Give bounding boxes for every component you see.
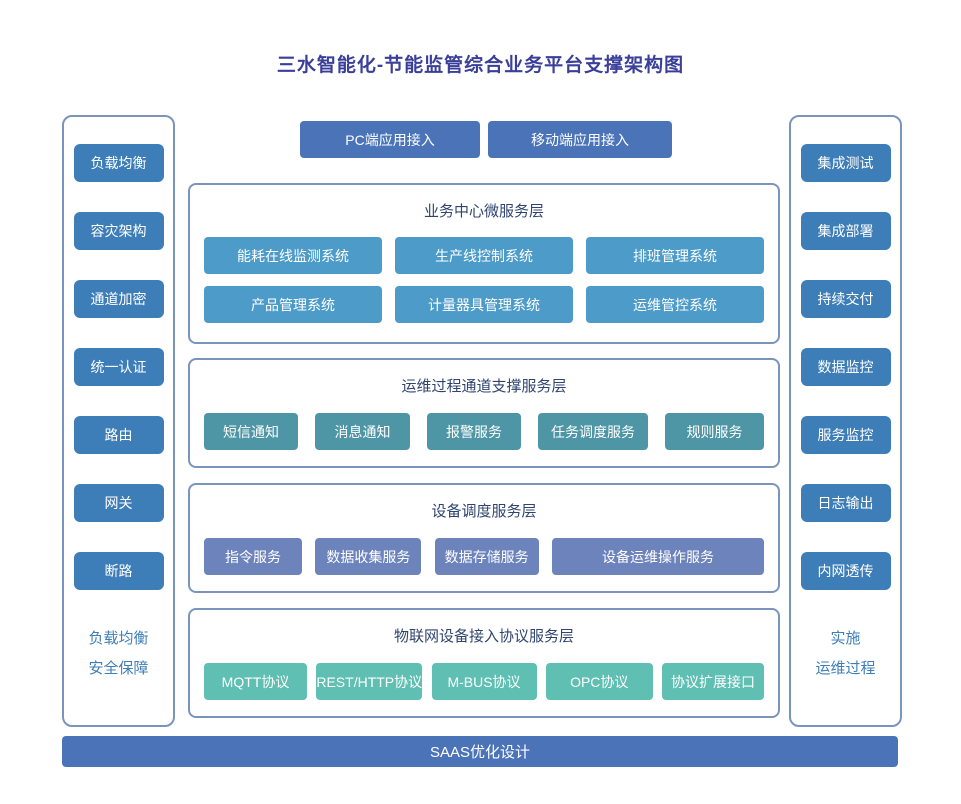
right-panel-node: 持续交付 bbox=[800, 280, 891, 318]
layer-title: 运维过程通道支撑服务层 bbox=[401, 378, 567, 395]
layer-node: 协议扩展接口 bbox=[662, 663, 764, 700]
layer-node: 排班管理系统 bbox=[586, 237, 764, 274]
layer-node-row: 短信通知 消息通知 报警服务 任务调度服务 规则服务 bbox=[190, 413, 778, 450]
left-panel-caption-line: 负载均衡 bbox=[88, 630, 149, 647]
layer-node: 报警服务 bbox=[427, 413, 521, 450]
right-panel-node: 日志输出 bbox=[800, 484, 891, 522]
left-panel-caption: 负载均衡 安全保障 bbox=[88, 624, 148, 684]
right-panel-node: 内网透传 bbox=[800, 552, 891, 590]
layer-node: 生产线控制系统 bbox=[395, 237, 573, 274]
layer-node: OPC协议 bbox=[545, 663, 653, 700]
layer-node: MQTT协议 bbox=[204, 663, 307, 700]
left-panel: 负载均衡 容灾架构 通道加密 统一认证 路由 网关 断路 负载均衡 安全保障 bbox=[62, 115, 175, 727]
layer-title: 物联网设备接入协议服务层 bbox=[393, 628, 574, 645]
layer-node: 指令服务 bbox=[204, 538, 302, 575]
layer-title: 业务中心微服务层 bbox=[423, 203, 544, 220]
right-panel: 集成测试 集成部署 持续交付 数据监控 服务监控 日志输出 内网透传 实施 运维… bbox=[789, 115, 902, 727]
left-panel-node: 网关 bbox=[73, 484, 164, 522]
right-panel-node: 集成部署 bbox=[800, 212, 891, 250]
layer-node: 产品管理系统 bbox=[204, 286, 382, 323]
right-panel-caption-line: 实施 bbox=[830, 630, 861, 647]
left-panel-node: 容灾架构 bbox=[73, 212, 164, 250]
layer-node-row: 产品管理系统 计量器具管理系统 运维管控系统 bbox=[190, 286, 778, 323]
layer-node: 设备运维操作服务 bbox=[551, 538, 764, 575]
right-panel-caption: 实施 运维过程 bbox=[815, 624, 875, 684]
layer-node-row: 能耗在线监测系统 生产线控制系统 排班管理系统 bbox=[190, 237, 778, 274]
layer-node: 数据存储服务 bbox=[434, 538, 539, 575]
pc-access-node: PC端应用接入 bbox=[300, 121, 480, 158]
left-panel-node: 路由 bbox=[73, 416, 164, 454]
layer-node: 计量器具管理系统 bbox=[395, 286, 573, 323]
left-panel-caption-line: 安全保障 bbox=[88, 660, 149, 677]
layer-node-row: 指令服务 数据收集服务 数据存储服务 设备运维操作服务 bbox=[190, 538, 778, 575]
layer-node: 规则服务 bbox=[665, 413, 764, 450]
right-panel-node: 服务监控 bbox=[800, 416, 891, 454]
layer-title: 设备调度服务层 bbox=[431, 503, 537, 520]
layer-node: 消息通知 bbox=[315, 413, 410, 450]
layer-node: 能耗在线监测系统 bbox=[204, 237, 382, 274]
diagram-title: 三水智能化-节能监管综合业务平台支撑架构图 bbox=[276, 55, 685, 76]
layer-device-scheduling: 设备调度服务层 指令服务 数据收集服务 数据存储服务 设备运维操作服务 bbox=[188, 483, 780, 593]
layer-ops-channel-support: 运维过程通道支撑服务层 短信通知 消息通知 报警服务 任务调度服务 规则服务 bbox=[188, 358, 780, 468]
right-panel-node: 集成测试 bbox=[800, 144, 891, 182]
application-access-row: PC端应用接入 移动端应用接入 bbox=[300, 121, 672, 158]
left-panel-node: 断路 bbox=[73, 552, 164, 590]
layer-node: 短信通知 bbox=[204, 413, 298, 450]
layer-node-row: MQTT协议 REST/HTTP协议 M-BUS协议 OPC协议 协议扩展接口 bbox=[190, 663, 778, 700]
left-panel-node: 负载均衡 bbox=[73, 144, 164, 182]
left-panel-node: 统一认证 bbox=[73, 348, 164, 386]
layer-node: 任务调度服务 bbox=[538, 413, 648, 450]
layer-business-microservices: 业务中心微服务层 能耗在线监测系统 生产线控制系统 排班管理系统 产品管理系统 … bbox=[188, 183, 780, 344]
saas-optimization-bar: SAAS优化设计 bbox=[62, 736, 898, 767]
layer-node: 运维管控系统 bbox=[586, 286, 764, 323]
right-panel-caption-line: 运维过程 bbox=[815, 660, 876, 677]
mobile-access-node: 移动端应用接入 bbox=[488, 121, 672, 158]
left-panel-node: 通道加密 bbox=[73, 280, 164, 318]
right-panel-node: 数据监控 bbox=[800, 348, 891, 386]
layer-node: M-BUS协议 bbox=[431, 663, 537, 700]
layer-node: REST/HTTP协议 bbox=[316, 663, 423, 700]
layer-node: 数据收集服务 bbox=[315, 538, 422, 575]
layer-iot-protocol-access: 物联网设备接入协议服务层 MQTT协议 REST/HTTP协议 M-BUS协议 … bbox=[188, 608, 780, 718]
